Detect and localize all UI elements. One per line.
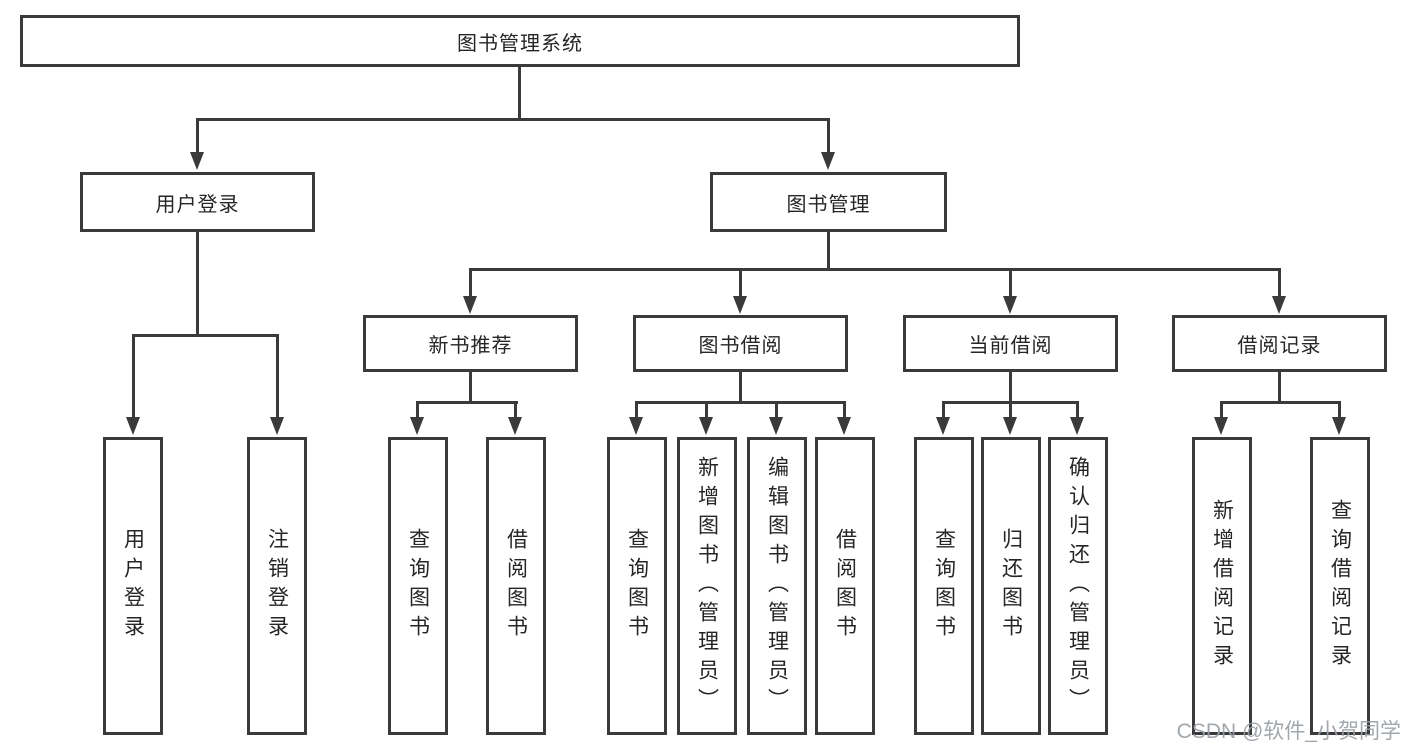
- connector-line: [514, 401, 517, 420]
- node-book-management: 图书管理: [710, 172, 947, 232]
- arrowhead-icon: [936, 417, 950, 435]
- arrowhead-icon: [1332, 417, 1346, 435]
- node-label: 编辑图书（管理员）: [765, 455, 789, 717]
- node-label: 图书管理: [786, 193, 871, 216]
- node-label: 查询图书: [406, 528, 430, 644]
- leaf-query-borrow-record: 查询借阅记录: [1310, 437, 1370, 735]
- leaf-add-books-admin: 新增图书（管理员）: [677, 437, 737, 735]
- connector-line: [1278, 268, 1281, 298]
- connector-line: [942, 401, 945, 420]
- node-label: 借阅记录: [1237, 335, 1322, 357]
- arrowhead-icon: [821, 152, 835, 170]
- connector-line: [1278, 372, 1281, 404]
- watermark: CSDN @软件_小贺同学: [1176, 720, 1401, 743]
- connector-line: [635, 401, 846, 404]
- leaf-query-books-recommend: 查询图书: [388, 437, 448, 735]
- connector-line: [1009, 268, 1012, 298]
- arrowhead-icon: [508, 417, 522, 435]
- connector-line: [132, 334, 279, 337]
- connector-line: [705, 401, 708, 420]
- arrowhead-icon: [733, 296, 747, 314]
- leaf-edit-books-admin: 编辑图书（管理员）: [747, 437, 807, 735]
- connector-line: [1009, 372, 1012, 404]
- connector-line: [775, 401, 778, 420]
- node-book-borrowing: 图书借阅: [633, 315, 848, 372]
- connector-line: [1009, 401, 1012, 420]
- connector-line: [469, 268, 1281, 271]
- leaf-query-books-current: 查询图书: [914, 437, 974, 735]
- node-current-borrowing: 当前借阅: [903, 315, 1118, 372]
- node-label: 借阅图书: [833, 528, 857, 644]
- connector-line: [416, 401, 518, 404]
- arrowhead-icon: [410, 417, 424, 435]
- node-root: 图书管理系统: [20, 15, 1020, 67]
- leaf-logout: 注销登录: [247, 437, 307, 735]
- arrowhead-icon: [837, 417, 851, 435]
- arrowhead-icon: [699, 417, 713, 435]
- connector-line: [196, 232, 199, 336]
- arrowhead-icon: [1003, 417, 1017, 435]
- arrowhead-icon: [270, 417, 284, 435]
- arrowhead-icon: [126, 417, 140, 435]
- arrowhead-icon: [190, 152, 204, 170]
- connector-line: [416, 401, 419, 420]
- arrowhead-icon: [769, 417, 783, 435]
- connector-line: [843, 401, 846, 420]
- connector-line: [518, 67, 521, 120]
- leaf-borrow-books: 借阅图书: [815, 437, 875, 735]
- node-label: 注销登录: [265, 528, 289, 644]
- leaf-borrow-books-recommend: 借阅图书: [486, 437, 546, 735]
- connector-line: [827, 118, 830, 154]
- node-label: 用户登录: [155, 193, 240, 216]
- node-label: 查询图书: [932, 528, 956, 644]
- connector-line: [1220, 401, 1341, 404]
- leaf-user-login: 用户登录: [103, 437, 163, 735]
- connector-line: [469, 372, 472, 404]
- node-label: 查询图书: [625, 528, 649, 644]
- connector-line: [469, 268, 472, 298]
- arrowhead-icon: [1003, 296, 1017, 314]
- arrowhead-icon: [1272, 296, 1286, 314]
- connector-line: [739, 372, 742, 404]
- connector-line: [276, 334, 279, 419]
- node-label: 图书借阅: [698, 335, 783, 357]
- node-label: 用户登录: [121, 528, 145, 644]
- node-label: 新书推荐: [428, 335, 513, 357]
- arrowhead-icon: [1070, 417, 1084, 435]
- node-label: 新增图书（管理员）: [695, 455, 719, 717]
- connector-line: [1220, 401, 1223, 420]
- node-user-login: 用户登录: [80, 172, 315, 232]
- node-label: 查询借阅记录: [1328, 499, 1352, 673]
- node-label: 归还图书: [999, 528, 1023, 644]
- leaf-query-books-borrow: 查询图书: [607, 437, 667, 735]
- node-label: 借阅图书: [504, 528, 528, 644]
- node-label: 当前借阅: [968, 335, 1053, 357]
- node-label: 图书管理系统: [457, 32, 583, 55]
- connector-line: [827, 232, 830, 271]
- leaf-add-borrow-record: 新增借阅记录: [1192, 437, 1252, 735]
- node-borrowing-records: 借阅记录: [1172, 315, 1387, 372]
- node-label: 确认归还（管理员）: [1066, 455, 1090, 717]
- arrowhead-icon: [463, 296, 477, 314]
- connector-line: [1076, 401, 1079, 420]
- leaf-confirm-return-admin: 确认归还（管理员）: [1048, 437, 1108, 735]
- node-label: 新增借阅记录: [1210, 499, 1234, 673]
- arrowhead-icon: [1214, 417, 1228, 435]
- arrowhead-icon: [629, 417, 643, 435]
- node-new-book-recommendation: 新书推荐: [363, 315, 578, 372]
- connector-line: [1338, 401, 1341, 420]
- connector-line: [635, 401, 638, 420]
- connector-line: [132, 334, 135, 419]
- connector-line: [196, 118, 830, 121]
- connector-line: [196, 118, 199, 154]
- connector-line: [739, 268, 742, 298]
- leaf-return-books: 归还图书: [981, 437, 1041, 735]
